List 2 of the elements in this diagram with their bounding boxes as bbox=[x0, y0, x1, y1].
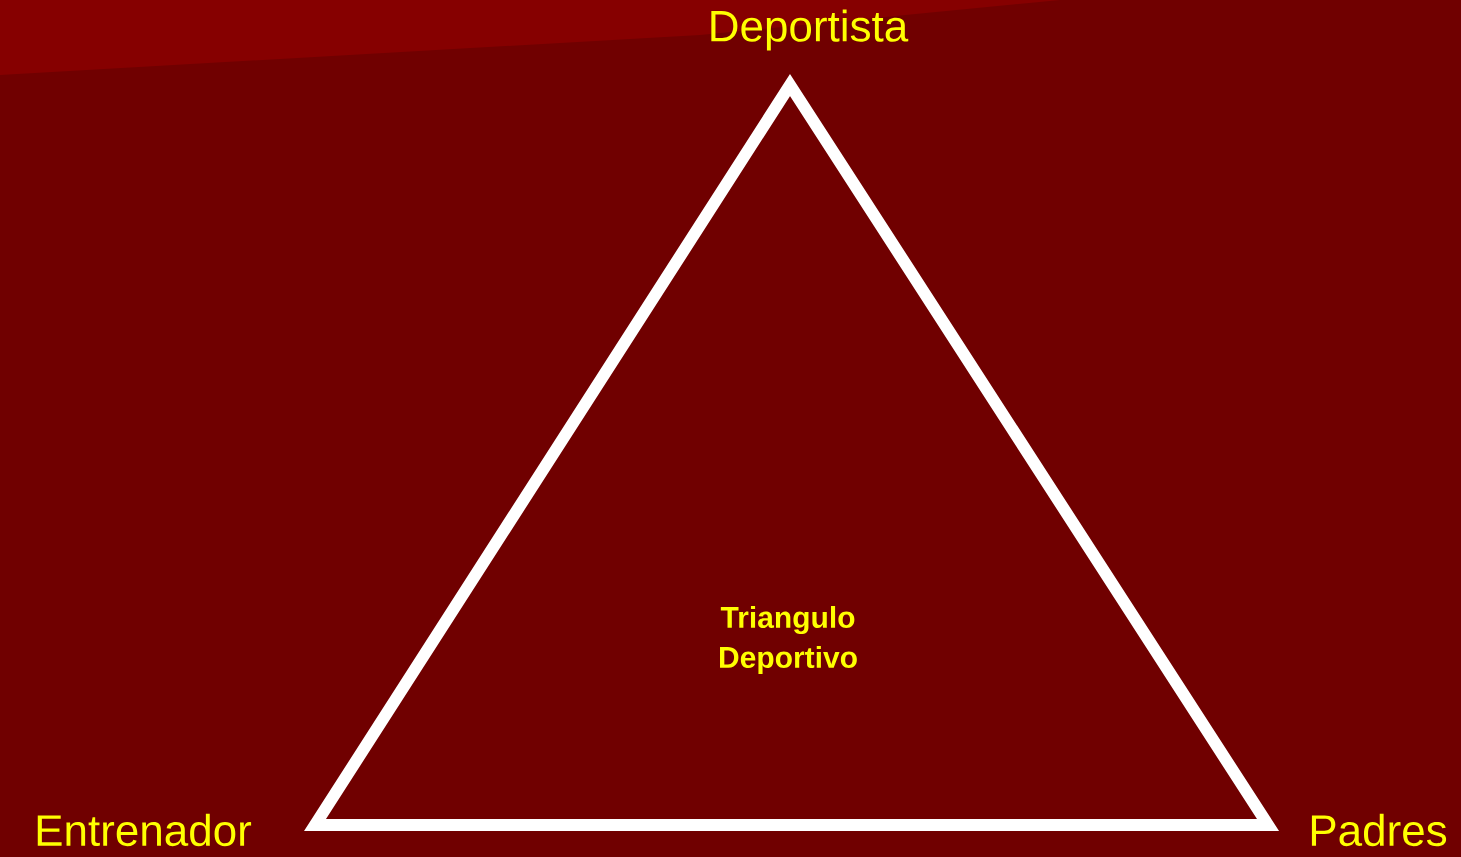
corner-label: Entrenador bbox=[37, 813, 252, 847]
corner-label: Padres bbox=[1311, 813, 1447, 847]
